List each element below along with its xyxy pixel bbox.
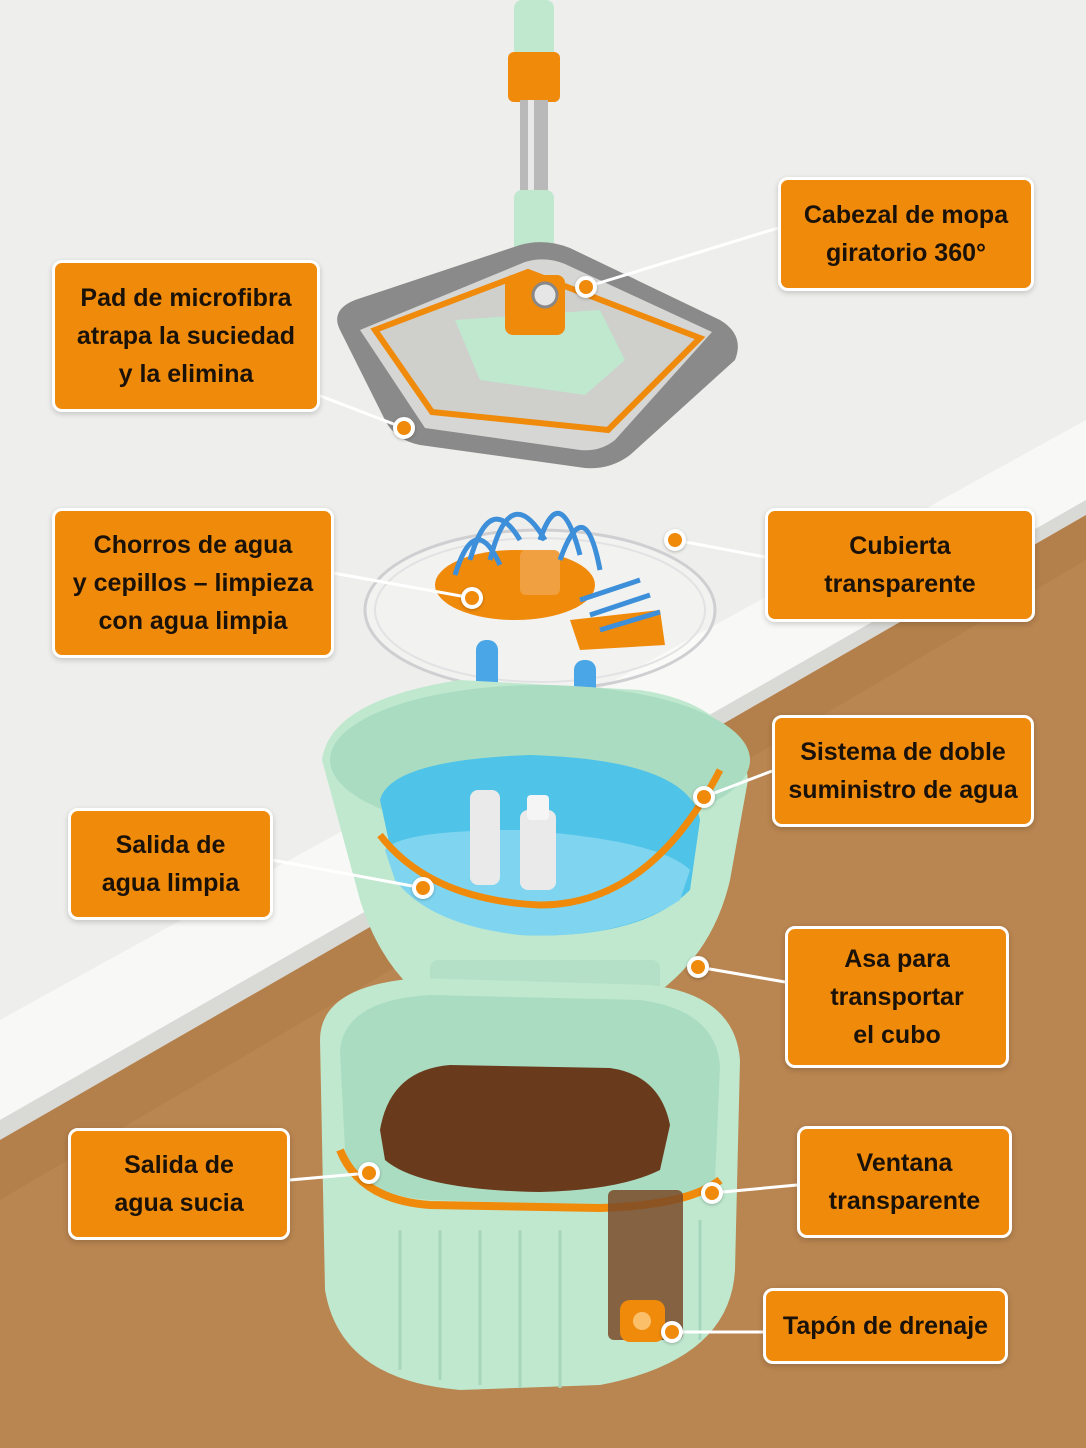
callout-dot-microfiber-pad: [393, 417, 415, 439]
callout-dot-drain-plug: [661, 1321, 683, 1343]
callout-dot-mop-head: [575, 276, 597, 298]
line-window: [711, 1183, 798, 1195]
line-water-jets: [332, 571, 473, 600]
label-clean-outlet: Salida de agua limpia: [68, 808, 273, 920]
callout-dot-clear-cover: [664, 529, 686, 551]
mop-pole-top: [514, 0, 554, 60]
label-clear-cover: Cubierta transparente: [765, 508, 1035, 622]
callout-dot-dirty-outlet: [358, 1162, 380, 1184]
label-dirty-outlet: Salida de agua sucia: [68, 1128, 290, 1240]
label-microfiber-pad: Pad de microfibra atrapa la suciedad y l…: [52, 260, 320, 412]
callout-dot-water-jets: [461, 587, 483, 609]
callout-dot-dual-water: [693, 786, 715, 808]
line-handle: [697, 965, 786, 984]
line-dirty-outlet: [289, 1171, 370, 1182]
callout-dot-clean-outlet: [412, 877, 434, 899]
label-window: Ventana transparente: [797, 1126, 1012, 1238]
line-microfiber-pad: [317, 393, 405, 430]
line-clean-outlet: [271, 858, 424, 890]
line-mop-head: [585, 226, 779, 289]
label-dual-water: Sistema de doble suministro de agua: [772, 715, 1034, 827]
line-clear-cover: [674, 538, 766, 559]
line-dual-water: [703, 769, 773, 799]
callout-dot-handle: [687, 956, 709, 978]
label-handle: Asa para transportar el cubo: [785, 926, 1009, 1068]
callout-dot-window: [701, 1182, 723, 1204]
label-mop-head: Cabezal de mopa giratorio 360°: [778, 177, 1034, 291]
label-drain-plug: Tapón de drenaje: [763, 1288, 1008, 1364]
label-water-jets: Chorros de agua y cepillos – limpieza co…: [52, 508, 334, 658]
